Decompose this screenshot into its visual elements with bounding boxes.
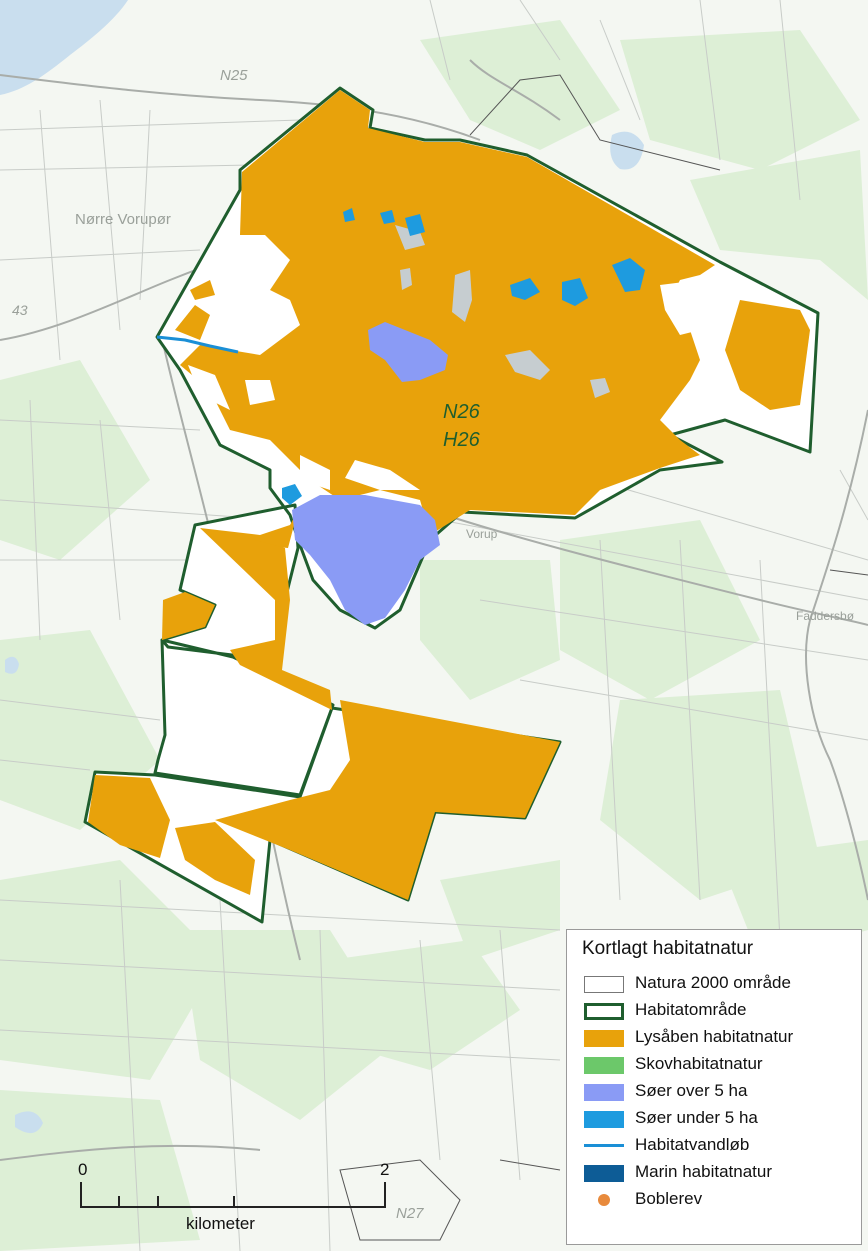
- scale-bar: 0 2 kilometer: [78, 1160, 398, 1240]
- soer-under-symbol: [584, 1111, 624, 1128]
- legend-item-marin: Marin habitatnatur: [567, 1161, 857, 1185]
- farmland-patches: [0, 20, 868, 1251]
- legend-item-soer-under: Søer under 5 ha: [567, 1107, 857, 1131]
- sea: [0, 0, 128, 95]
- label-n26: N26: [443, 401, 481, 423]
- label-road-43: 43: [12, 302, 28, 318]
- legend-label: Habitatvandløb: [635, 1135, 750, 1154]
- legend-item-soer-over: Søer over 5 ha: [567, 1080, 857, 1104]
- legend-item-natura-2000: Natura 2000 område: [567, 972, 857, 996]
- lysaaben-habitatnatur: [88, 90, 810, 900]
- legend-label: Lysåben habitatnatur: [635, 1027, 794, 1046]
- legend-label: Habitatområde: [635, 1000, 747, 1019]
- natura-2000-symbol: [584, 976, 624, 993]
- scale-tick: [384, 1182, 386, 1208]
- lysaaben-symbol: [584, 1030, 624, 1047]
- gaps: [188, 235, 710, 490]
- scale-unit-label: kilometer: [186, 1214, 255, 1233]
- grey-patches: [395, 225, 610, 398]
- scale-tick: [118, 1196, 120, 1208]
- legend-label: Søer over 5 ha: [635, 1081, 748, 1100]
- habitat-outline-symbol: [584, 1003, 624, 1020]
- legend-item-lysaaben: Lysåben habitatnatur: [567, 1026, 857, 1050]
- label-norre-vorupor: Nørre Vorupør: [75, 211, 171, 228]
- legend-label: Natura 2000 område: [635, 973, 791, 992]
- lake-top-right: [610, 131, 644, 170]
- legend-item-habitatvandloeb: Habitatvandløb: [567, 1134, 857, 1158]
- scale-tick: [233, 1196, 235, 1208]
- small-lake-left: [5, 656, 19, 674]
- label-n25: N25: [220, 67, 248, 84]
- legend-item-boblerev: Boblerev: [567, 1188, 857, 1212]
- legend-label: Boblerev: [635, 1189, 703, 1208]
- legend-item-skovhabitatnatur: Skovhabitatnatur: [567, 1053, 857, 1077]
- legend-item-habitatomraade: Habitatområde: [567, 999, 857, 1023]
- scale-end-label: 2: [380, 1160, 390, 1179]
- scale-start-label: 0: [78, 1160, 88, 1179]
- label-h26: H26: [443, 429, 481, 451]
- small-lake-bottom: [15, 1111, 43, 1134]
- natura-2000-outline: [339, 74, 868, 1241]
- skovhabitatnatur-symbol: [584, 1057, 624, 1074]
- legend-label: Skovhabitatnatur: [635, 1054, 763, 1073]
- soer-under-5-ha: [282, 208, 645, 505]
- legend-title: Kortlagt habitatnatur: [582, 938, 754, 959]
- label-n27: N27: [396, 1205, 424, 1222]
- label-faddersbo: Faddersbø: [796, 609, 855, 623]
- habitatvandloeb: [156, 335, 239, 354]
- scale-tick: [157, 1196, 159, 1208]
- soer-over-5-ha: [292, 322, 448, 625]
- soer-over-symbol: [584, 1084, 624, 1101]
- marin-symbol: [584, 1165, 624, 1182]
- boblerev-dot-icon: [598, 1194, 610, 1206]
- legend: Kortlagt habitatnatur Natura 2000 område…: [566, 929, 862, 1245]
- label-vorup: Vorup: [466, 527, 498, 541]
- legend-label: Marin habitatnatur: [635, 1162, 773, 1181]
- legend-label: Søer under 5 ha: [635, 1108, 758, 1127]
- habitatvandloeb-symbol: [584, 1144, 624, 1147]
- scale-tick: [80, 1182, 82, 1208]
